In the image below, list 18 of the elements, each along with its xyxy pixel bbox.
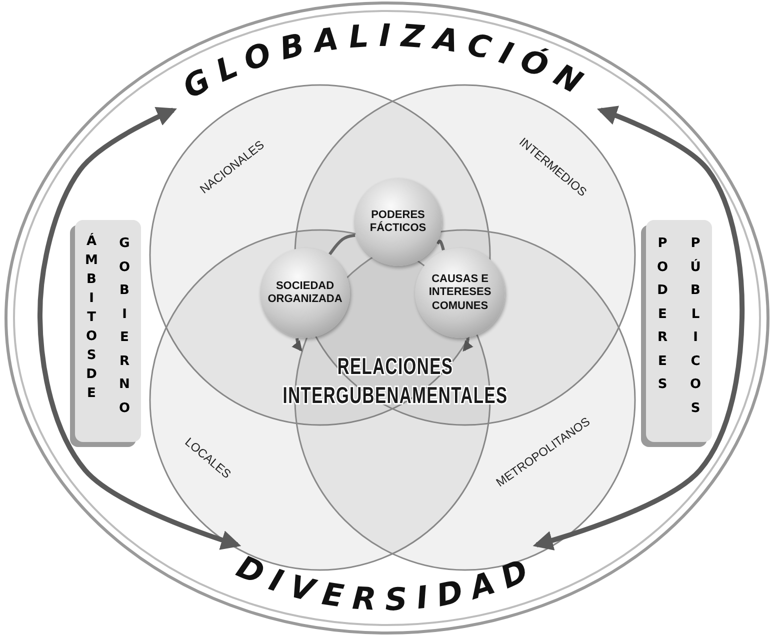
sphere-label: SOCIEDAD ORGANIZADA	[266, 280, 344, 306]
vertical-label: GOBIERNO	[118, 235, 131, 418]
curved-double-arrow	[532, 106, 745, 550]
sphere-label: PODERES FÁCTICOS	[368, 208, 428, 236]
vertical-label: PÚBLICOS	[689, 235, 702, 418]
side-panel	[646, 220, 712, 442]
sphere	[260, 248, 350, 338]
vertical-label: PODERES	[656, 235, 669, 394]
connector-arc	[328, 234, 356, 256]
sphere	[415, 248, 505, 338]
connector-arc	[436, 240, 445, 250]
side-panel	[75, 220, 141, 442]
sphere-label: CAUSAS E INTERESES COMUNES	[428, 273, 492, 313]
vertical-label: ÁMBITOS DE	[85, 232, 98, 403]
curved-double-arrow	[38, 107, 242, 550]
arrow	[462, 338, 474, 352]
arrow	[292, 338, 302, 352]
center-title: RELACIONES INTERGUBENAMENTALES	[282, 352, 508, 410]
